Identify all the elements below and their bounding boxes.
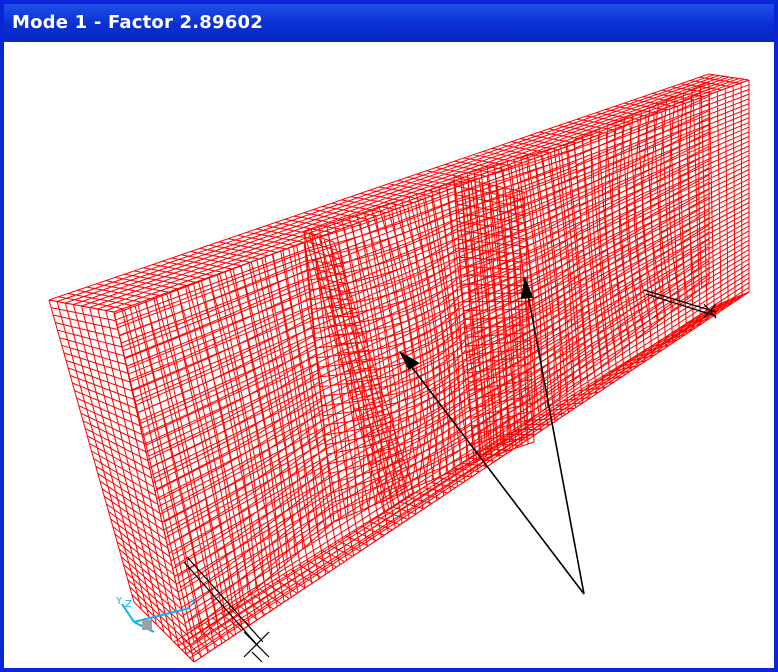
triad-label-x: X [190, 598, 197, 609]
support-right [643, 289, 717, 319]
arrow-right-head [521, 275, 534, 299]
mesh-panel-1 [113, 241, 335, 643]
triad-label-y: Y [115, 596, 123, 607]
mesh-bottom-face [173, 291, 750, 663]
viewport-canvas: Y Z X [48, 73, 750, 663]
model-viewport[interactable]: Y Z X [4, 42, 774, 668]
mesh-front-face [48, 299, 195, 663]
mesh-panel-2 [303, 181, 475, 523]
deformed-mesh [48, 73, 750, 663]
mesh-diaphragm-1 [303, 231, 415, 513]
mesh-diaphragm-2 [453, 176, 535, 463]
triad-origin-icon [142, 620, 152, 630]
triad-label-z: Z [125, 599, 132, 610]
title-bar[interactable]: Mode 1 - Factor 2.89602 [4, 4, 774, 42]
arrow-right-line [526, 288, 585, 595]
annotation-arrows [399, 275, 585, 595]
arrow-left-line [407, 361, 585, 595]
support-left [183, 556, 270, 663]
window-title: Mode 1 - Factor 2.89602 [12, 12, 263, 33]
mesh-panel-4 [573, 81, 710, 373]
arrow-left-head [399, 350, 420, 371]
axis-triad: Y Z X [115, 596, 197, 633]
